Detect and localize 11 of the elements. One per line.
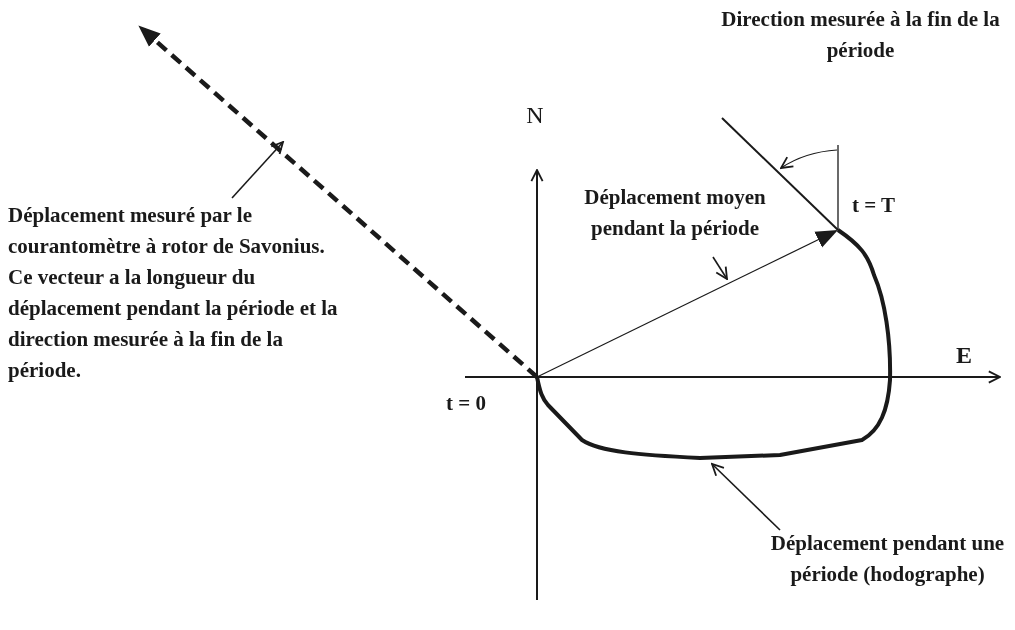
time-label: t = 0 [446,390,487,417]
leader-arrow [231,141,284,199]
axis-label: E [955,341,973,370]
annotation-text: Direction mesurée à la fin de la période [720,6,1001,64]
callout-text: Déplacement moyen pendant la période [565,182,785,244]
axis-label: N [525,101,545,130]
leader-arrow [712,256,728,280]
leader-arrow [711,463,781,531]
callout-text: Déplacement mesuré par le courantomètre à rotor de Savonius. Ce vecteur a la longueur du déplacement pendant la période et la direction mesurée à la fin de la période. [8,200,343,386]
time-label: t = T [852,192,897,219]
callout-text: Déplacement pendant une période (hodographe) [745,528,1015,590]
